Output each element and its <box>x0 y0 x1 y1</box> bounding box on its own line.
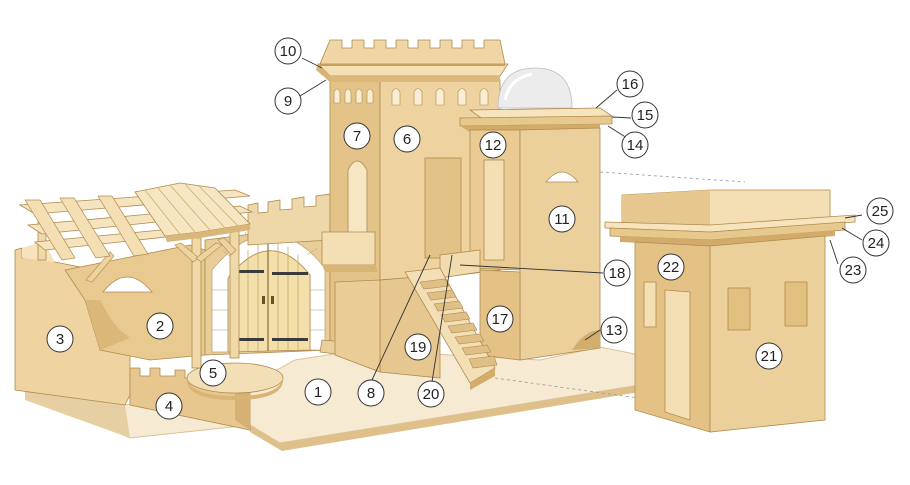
callout-11: 11 <box>548 205 576 233</box>
svg-text:4: 4 <box>165 398 173 415</box>
svg-text:9: 9 <box>284 93 292 110</box>
callout-6: 6 <box>393 125 421 153</box>
callout-12: 12 <box>479 131 507 159</box>
callout-25: 25 <box>866 197 894 225</box>
callout-22: 22 <box>657 253 685 281</box>
detached-house <box>604 189 856 433</box>
callout-2: 2 <box>146 312 174 340</box>
svg-text:14: 14 <box>627 137 644 154</box>
svg-text:1: 1 <box>314 384 322 401</box>
callout-14: 14 <box>621 131 649 159</box>
callout-5: 5 <box>199 359 227 387</box>
svg-text:21: 21 <box>761 348 778 365</box>
svg-text:18: 18 <box>609 265 626 282</box>
svg-text:11: 11 <box>554 211 570 228</box>
svg-text:10: 10 <box>280 43 297 60</box>
svg-text:19: 19 <box>410 339 427 356</box>
callout-24: 24 <box>862 229 890 257</box>
dome <box>497 67 573 109</box>
callout-23: 23 <box>839 256 867 284</box>
callout-7: 7 <box>343 122 371 150</box>
callout-4: 4 <box>155 392 183 420</box>
svg-text:17: 17 <box>492 311 509 328</box>
svg-text:15: 15 <box>637 107 654 124</box>
callout-16: 16 <box>616 70 644 98</box>
svg-text:3: 3 <box>56 331 64 348</box>
svg-text:2: 2 <box>156 318 164 335</box>
callout-9: 9 <box>274 87 302 115</box>
svg-text:12: 12 <box>485 137 502 154</box>
svg-text:16: 16 <box>622 76 639 93</box>
svg-text:6: 6 <box>403 131 411 148</box>
svg-text:7: 7 <box>353 128 361 145</box>
pergola <box>18 182 254 369</box>
callouts: 1 2 3 4 5 6 7 8 9 10 11 12 13 14 15 16 1… <box>46 37 894 420</box>
callout-19: 19 <box>404 333 432 361</box>
svg-text:20: 20 <box>423 386 440 403</box>
staircase <box>404 267 498 390</box>
callout-20: 20 <box>417 380 445 408</box>
door-hinge-icon <box>230 270 308 341</box>
svg-text:8: 8 <box>367 385 375 402</box>
svg-text:5: 5 <box>209 365 217 382</box>
crenellated-wall <box>247 193 331 246</box>
callout-8: 8 <box>357 379 385 407</box>
svg-text:22: 22 <box>663 259 680 276</box>
svg-text:13: 13 <box>606 322 623 339</box>
callout-3: 3 <box>46 325 74 353</box>
callout-21: 21 <box>755 342 783 370</box>
callout-17: 17 <box>486 305 514 333</box>
callout-1: 1 <box>304 378 332 406</box>
callout-18: 18 <box>603 259 631 287</box>
callout-15: 15 <box>631 101 659 129</box>
callout-10: 10 <box>274 37 302 65</box>
svg-text:24: 24 <box>868 235 885 252</box>
assembly-guides <box>494 171 746 399</box>
leader-lines <box>299 57 863 383</box>
callout-13: 13 <box>600 316 628 344</box>
svg-text:25: 25 <box>872 203 889 220</box>
svg-text:23: 23 <box>845 262 862 279</box>
